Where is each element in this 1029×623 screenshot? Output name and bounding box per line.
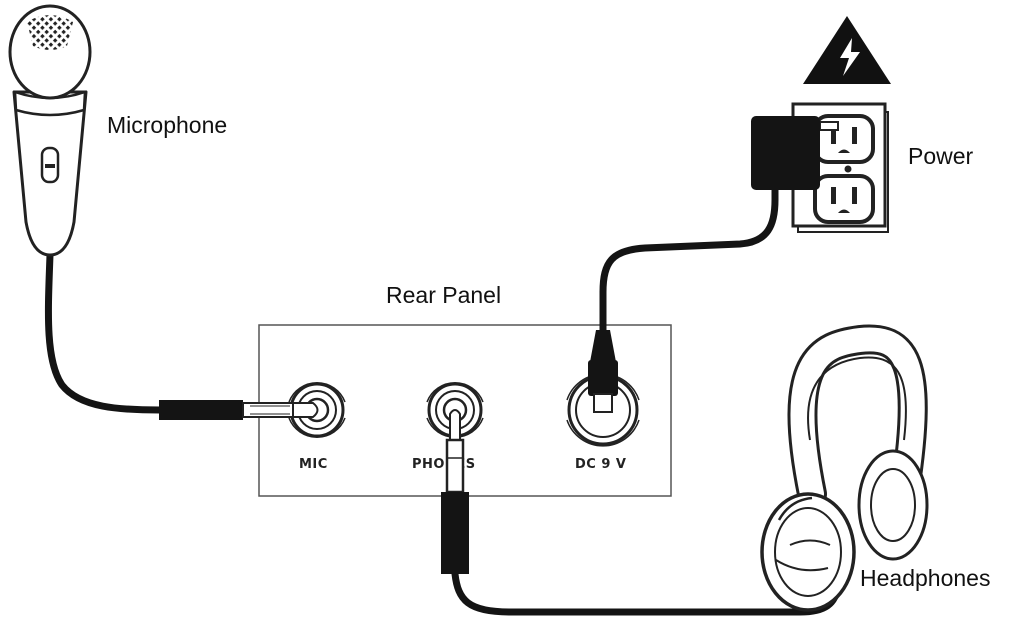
rear-panel-label: Rear Panel	[386, 282, 502, 308]
power-illustration	[588, 102, 889, 413]
microphone-illustration	[8, 4, 319, 420]
high-voltage-warning-icon	[803, 16, 891, 84]
headphones-illustration	[760, 324, 929, 612]
microphone-label: Microphone	[107, 112, 228, 138]
phones-port-label: PHONES	[412, 457, 476, 472]
power-label: Power	[908, 143, 974, 169]
dc-port-label: DC 9 V	[575, 457, 627, 472]
mic-port-label: MIC	[299, 457, 328, 472]
headphones-label: Headphones	[860, 565, 991, 591]
